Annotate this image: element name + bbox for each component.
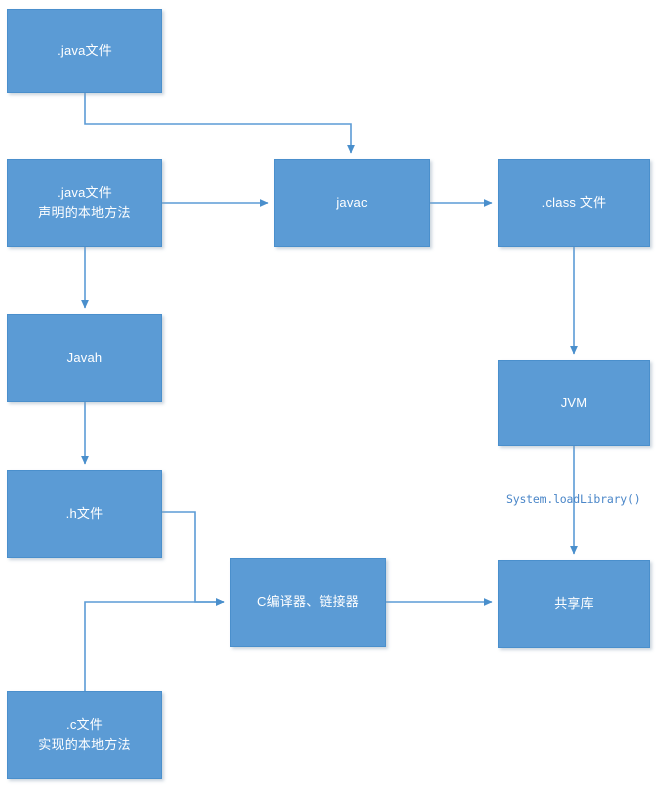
connector-h-to-ccompiler bbox=[162, 511, 225, 606]
node-label: .java文件 bbox=[57, 42, 112, 58]
node-h_file[interactable]: .h文件 bbox=[7, 470, 162, 558]
node-jvm[interactable]: JVM bbox=[498, 360, 650, 446]
node-label: .java文件 声明的本地方法 bbox=[38, 184, 131, 220]
edge-label-loadlibrary-label: System.loadLibrary() bbox=[506, 492, 641, 506]
node-javah[interactable]: Javah bbox=[7, 314, 162, 402]
node-label: javac bbox=[336, 194, 368, 210]
node-c_file[interactable]: .c文件 实现的本地方法 bbox=[7, 691, 162, 779]
node-label: .c文件 实现的本地方法 bbox=[38, 716, 131, 752]
node-java_file[interactable]: .java文件 bbox=[7, 9, 162, 93]
connector-java-to-javac bbox=[84, 93, 355, 154]
node-label: 共享库 bbox=[554, 595, 594, 611]
node-javac[interactable]: javac bbox=[274, 159, 430, 247]
node-label: Javah bbox=[66, 349, 103, 365]
node-label: C编译器、链接器 bbox=[257, 594, 359, 610]
node-java_file_decl[interactable]: .java文件 声明的本地方法 bbox=[7, 159, 162, 247]
node-label: .class 文件 bbox=[541, 194, 607, 210]
node-label: .h文件 bbox=[65, 505, 104, 521]
node-c_compiler[interactable]: C编译器、链接器 bbox=[230, 558, 386, 647]
connector-cfile-to-ccompiler bbox=[84, 598, 225, 691]
node-shared_lib[interactable]: 共享库 bbox=[498, 560, 650, 648]
node-label: JVM bbox=[560, 394, 588, 410]
node-class_file[interactable]: .class 文件 bbox=[498, 159, 650, 247]
